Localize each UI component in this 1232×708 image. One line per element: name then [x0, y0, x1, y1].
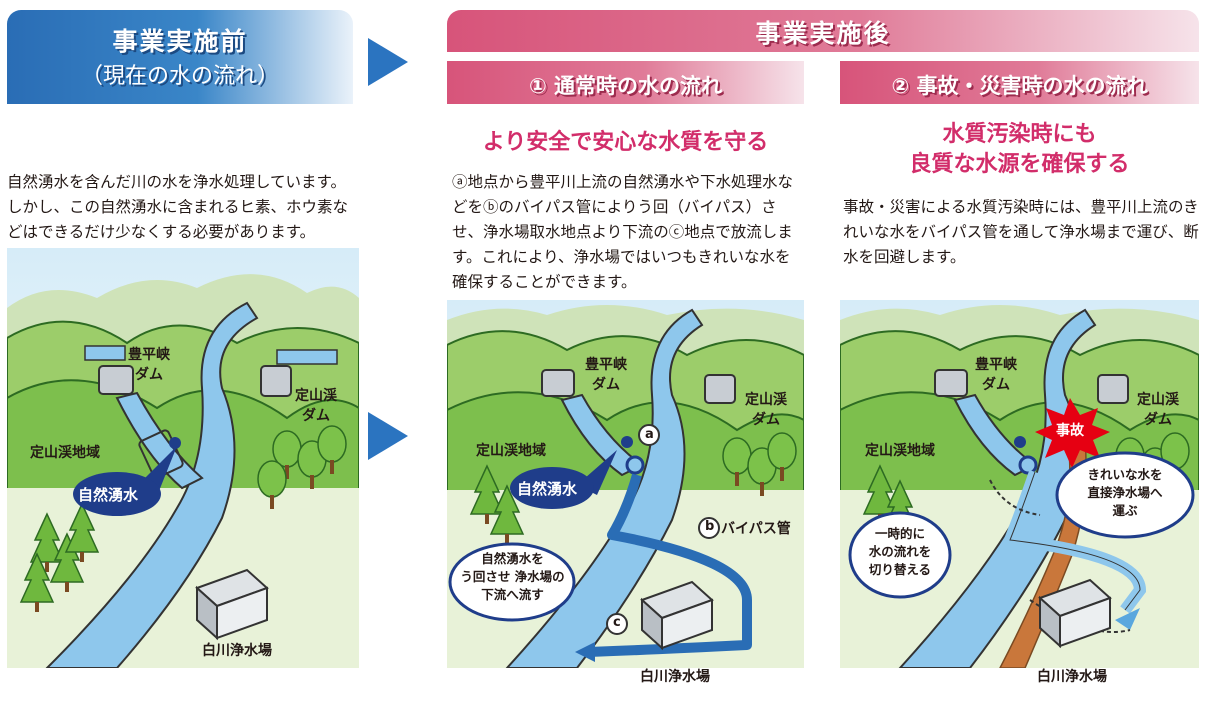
disaster-subtitle: ② 事故・災害時の水の流れ — [891, 74, 1148, 98]
dam-icon — [260, 365, 292, 397]
spring-label: 自然湧水 — [517, 480, 578, 498]
after-header — [447, 10, 1199, 52]
disaster-headline-2: 良質な水源を確保する — [909, 152, 1130, 177]
disaster-illustration — [840, 300, 1199, 668]
dam-label: 定山渓 ダム — [1137, 392, 1179, 428]
switch-callout: 一時的に 水の流れを 切り替える — [868, 526, 932, 577]
dam-icon — [98, 365, 134, 395]
normal-headline: より安全で安心な水質を守る — [482, 130, 769, 155]
spring-bubble — [73, 472, 161, 516]
water-plant-icon — [195, 568, 269, 641]
point-c-label: c — [613, 615, 621, 630]
before-subtitle: （現在の水の流れ） — [80, 64, 279, 89]
region-label: 定山渓地域 — [476, 443, 546, 459]
bypass-label: バイパス管 — [721, 521, 791, 537]
normal-illustration — [447, 300, 804, 668]
dam-label: 豊平峡 ダム — [975, 357, 1017, 393]
accident-label: 事故 — [1056, 423, 1084, 439]
clean-water-callout: きれいな水を 直接浄水場へ 運ぶ — [1087, 467, 1163, 518]
plant-label: 白川浄水場 — [202, 643, 272, 659]
normal-subtitle: ① 通常時の水の流れ — [528, 74, 723, 98]
region-label: 定山渓地域 — [865, 443, 935, 459]
normal-description: ⓐ地点から豊平川上流の自然湧水や下水処理水などをⓑのバイパス管によりう回（バイパ… — [452, 173, 794, 291]
disaster-headline-1: 水質汚染時にも — [942, 122, 1097, 147]
before-illustration — [7, 248, 359, 668]
normal-subheader — [447, 61, 804, 104]
dam-label: 定山渓 ダム — [745, 392, 787, 428]
plant-label: 白川浄水場 — [640, 669, 710, 685]
arrow-right-icon — [368, 38, 408, 86]
accident-burst — [1035, 398, 1110, 468]
after-title: 事業実施後 — [755, 19, 891, 48]
before-title: 事業実施前 — [112, 27, 248, 56]
point-b-label: b — [705, 519, 715, 534]
dam-label: 定山渓 ダム — [295, 388, 337, 424]
dam-label: 豊平峡 ダム — [585, 357, 627, 393]
dam-label: 豊平峡 ダム — [128, 347, 170, 383]
spring-label: 自然湧水 — [78, 486, 139, 504]
normal-callout: 自然湧水を う回させ 浄水場の 下流へ流す — [460, 551, 565, 602]
region-label: 定山渓地域 — [30, 445, 100, 461]
disaster-subheader — [840, 61, 1199, 104]
arrow-right-icon — [368, 412, 408, 460]
point-a-label: a — [645, 427, 654, 442]
before-description: 自然湧水を含んだ川の水を浄水処理しています。しかし、この自然湧水に含まれるヒ素、… — [7, 173, 349, 241]
plant-label: 白川浄水場 — [1037, 669, 1107, 685]
before-header — [7, 10, 353, 104]
disaster-description: 事故・災害による水質汚染時には、豊平川上流のきれいな水をバイパス管を通して浄水場… — [843, 198, 1199, 266]
